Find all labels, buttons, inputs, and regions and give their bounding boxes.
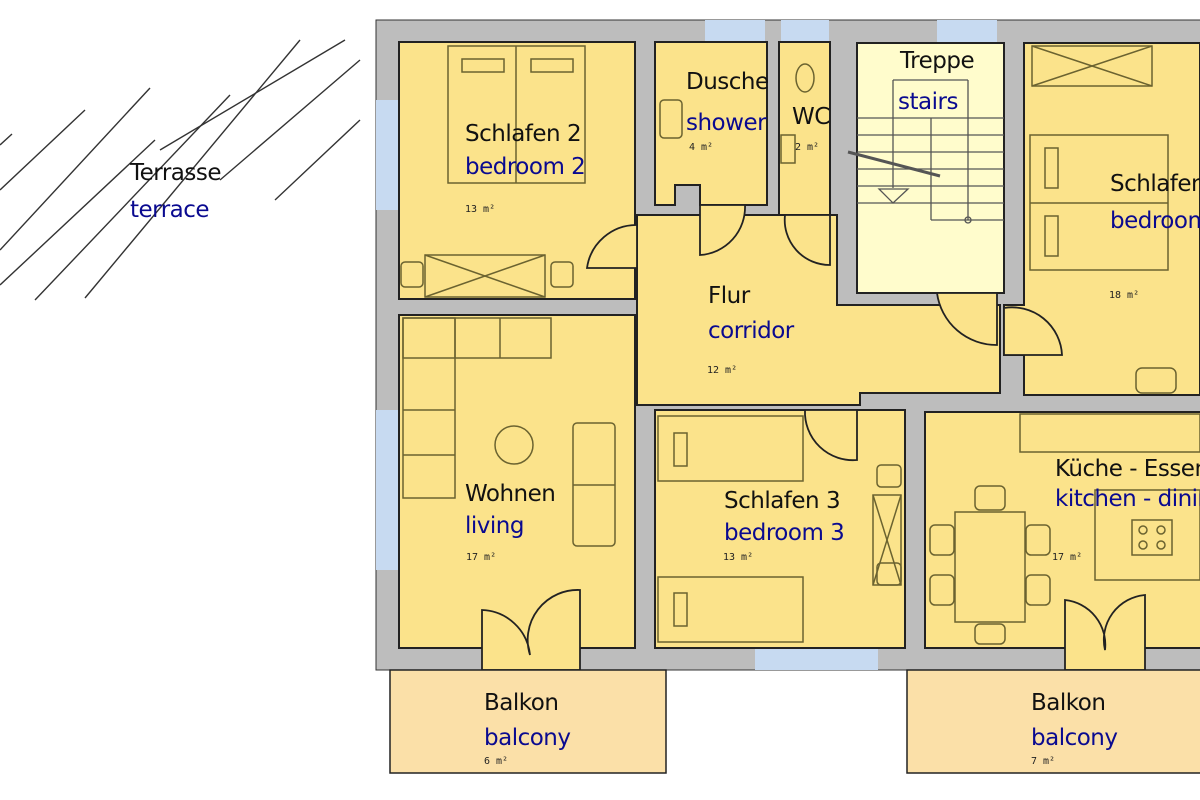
wc-area: 2 m² [795, 142, 819, 153]
balcony-left-area: 6 m² [484, 756, 508, 767]
doors [481, 204, 1146, 671]
bedroom3-label-en: bedroom 3 [724, 520, 844, 546]
bedroom1-area: 18 m² [1109, 290, 1139, 301]
balcony-right-label-de: Balkon [1031, 690, 1105, 716]
stairs-label-en: stairs [898, 89, 958, 115]
kitchen-area: 17 m² [1052, 552, 1082, 563]
balcony-left-label-de: Balkon [484, 690, 558, 716]
balcony-right-label-en: balcony [1031, 725, 1118, 751]
living-label-en: living [465, 513, 524, 539]
balcony-left [389, 669, 667, 774]
room-wc [778, 41, 831, 216]
balcony-right-area: 7 m² [1031, 756, 1055, 767]
shower-area: 4 m² [689, 142, 713, 153]
bedroom3-label-de: Schlafen 3 [724, 488, 840, 514]
terrace-label-en: terrace [130, 197, 209, 223]
living-label-de: Wohnen [465, 481, 555, 507]
shower-label-en: shower [686, 110, 767, 136]
wc-label-de: WC [792, 104, 830, 130]
shower-label-de: Dusche [686, 69, 769, 95]
kitchen-label-en: kitchen - dining [1055, 486, 1200, 512]
bedroom2-label-en: bedroom 2 [465, 154, 585, 180]
bedroom1-label-en: bedroom 1 [1110, 208, 1200, 234]
stair-steps [847, 79, 1004, 224]
terrace-hatching [0, 39, 361, 301]
bedroom2-area: 13 m² [465, 204, 495, 215]
corridor-label-de: Flur [708, 283, 751, 309]
furniture [400, 45, 1200, 645]
windows [376, 20, 997, 670]
living-area: 17 m² [466, 552, 496, 563]
room-shower [654, 41, 768, 206]
stairs-label-de: Treppe [899, 48, 974, 74]
corridor-label-en: corridor [708, 318, 795, 344]
bedroom3-area: 13 m² [723, 552, 753, 563]
room-bedroom-3 [654, 409, 906, 649]
balcony-right [906, 669, 1200, 774]
room-corridor [636, 214, 1001, 406]
balcony-left-label-en: balcony [484, 725, 571, 751]
room-living [398, 314, 636, 649]
terrace-label-de: Terrasse [129, 160, 221, 186]
room-kitchen [924, 411, 1200, 649]
corridor-area: 12 m² [707, 365, 737, 376]
bedroom2-label-de: Schlafen 2 [465, 121, 581, 147]
kitchen-label-de: Küche - Essen [1055, 456, 1200, 482]
bedroom1-label-de: Schlafen 1 [1110, 171, 1200, 197]
